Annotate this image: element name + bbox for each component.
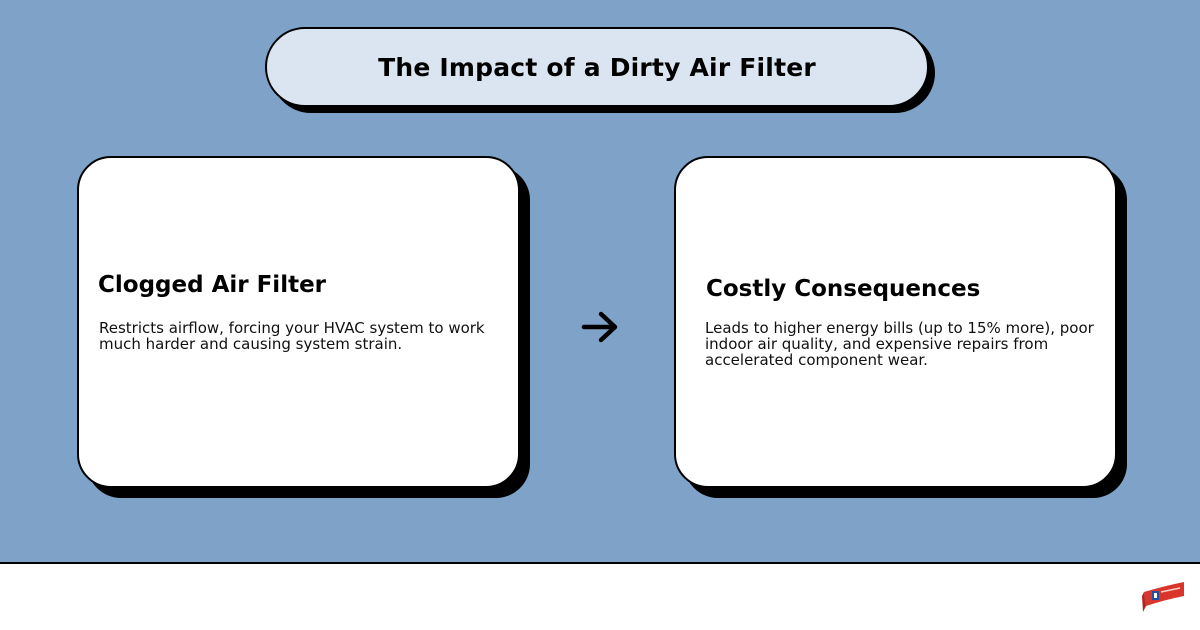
effect-description: Leads to higher energy bills (up to 15% … [705,319,1094,369]
arrow-right-icon [578,304,622,350]
brand-logo-icon [1142,578,1186,614]
effect-heading: Costly Consequences [706,276,981,302]
diagram-canvas: The Impact of a Dirty Air Filter Clogged… [0,0,1200,564]
title-banner: The Impact of a Dirty Air Filter [265,27,929,107]
effect-card: Costly Consequences Leads to higher ener… [674,156,1117,488]
cause-description: Restricts airflow, forcing your HVAC sys… [99,319,485,353]
cause-heading: Clogged Air Filter [98,272,327,298]
cause-card: Clogged Air Filter Restricts airflow, fo… [77,156,520,488]
page-title: The Impact of a Dirty Air Filter [378,52,816,82]
